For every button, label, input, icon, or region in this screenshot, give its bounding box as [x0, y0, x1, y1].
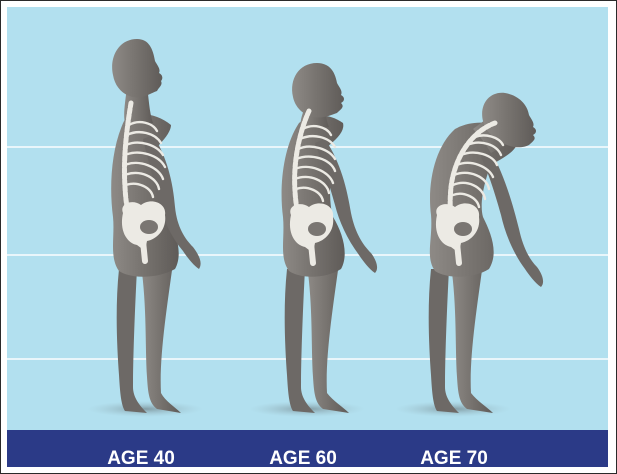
label-age-70: AGE 70 — [420, 449, 488, 469]
illustration-panel — [7, 7, 608, 430]
figure-age-70 — [395, 93, 543, 417]
figure-age-60 — [249, 63, 377, 417]
floor-shadow-40 — [87, 401, 203, 417]
figure-age-40 — [87, 39, 203, 417]
label-age-40: AGE 40 — [107, 449, 175, 469]
posture-figures — [7, 7, 608, 430]
label-age-60: AGE 60 — [269, 449, 337, 469]
age-label-bar: AGE 40 AGE 60 AGE 70 — [7, 430, 608, 467]
